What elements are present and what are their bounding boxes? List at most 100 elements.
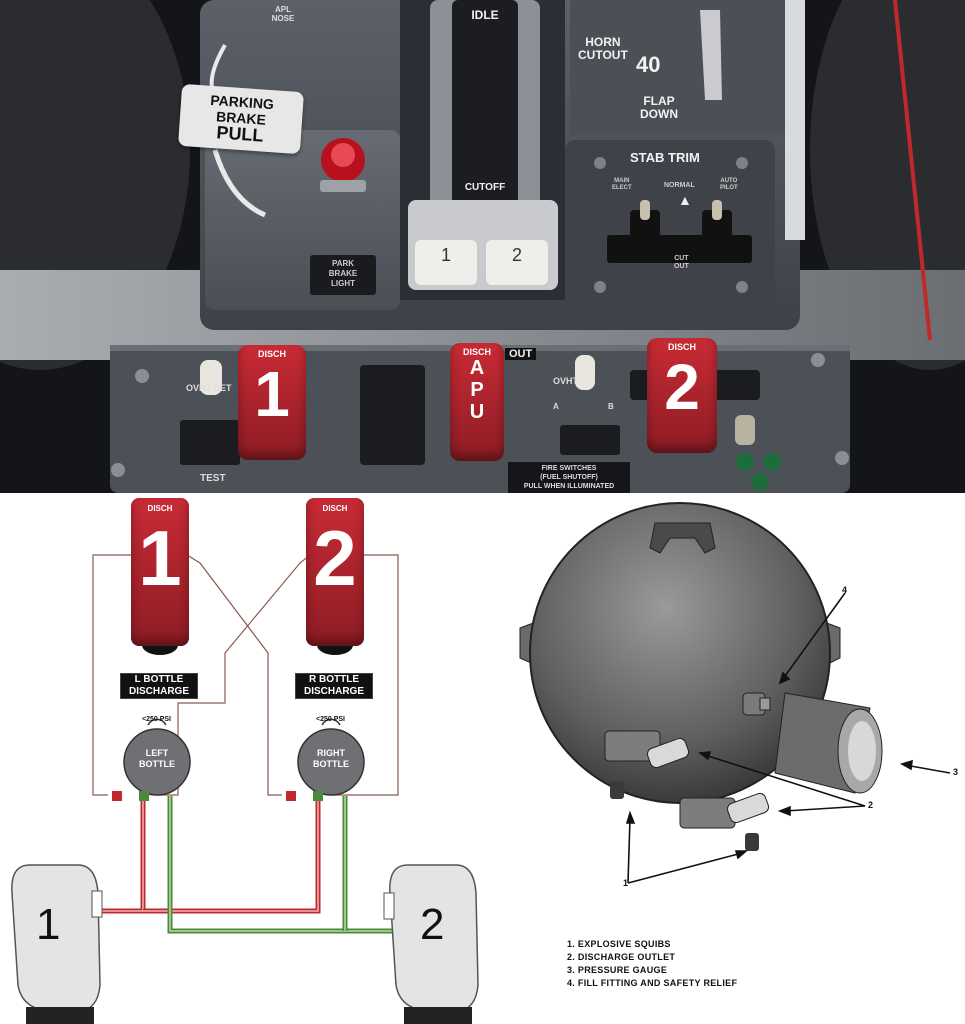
handle-apu-a: A xyxy=(469,357,485,379)
handle-apu-p: P xyxy=(470,379,484,401)
callout-1: 1 xyxy=(623,878,629,888)
apl-nose-label: APL NOSE xyxy=(266,5,300,23)
schematic-handle-1-number: 1 xyxy=(138,514,182,602)
left-discharge-fitting xyxy=(139,791,149,801)
engine-1-nacelle xyxy=(11,864,103,1024)
right-bottle-circle xyxy=(297,728,365,796)
bottle-illustration xyxy=(519,502,951,884)
stab-cut-line2: OUT xyxy=(674,263,689,270)
park-line2: BRAKE xyxy=(328,269,358,278)
switch-b-label: B xyxy=(608,402,614,411)
horn-line2: CUTOUT xyxy=(578,48,628,62)
stab-trim-guard[interactable] xyxy=(607,235,752,263)
right-pressure-label: <250 PSI xyxy=(316,716,345,723)
start-lever-1[interactable]: 1 xyxy=(415,240,477,285)
park-brake-light-label: PARK BRAKE LIGHT xyxy=(310,255,376,295)
legend-item-4: 4. FILL FITTING AND SAFETY RELIEF xyxy=(567,978,738,988)
engine-1-label: 1 xyxy=(36,900,61,949)
flap-down-label: FLAP DOWN xyxy=(640,95,678,121)
schematic-handle-2: DISCH 2 xyxy=(306,498,364,646)
schematic-handle-2-disch: DISCH xyxy=(322,504,348,513)
callout-2: 2 xyxy=(868,800,874,810)
test-label: TEST xyxy=(200,473,226,484)
engine-1-fire-handle[interactable]: DISCH 1 xyxy=(238,345,306,460)
stab-main-elect: MAIN ELECT xyxy=(612,178,632,192)
right-discharge-fitting xyxy=(313,791,323,801)
up-arrow-icon: ▲ xyxy=(678,192,692,208)
right-bottle-line2: BOTTLE xyxy=(313,759,349,769)
idle-label: IDLE xyxy=(471,8,499,22)
schematic-wiring xyxy=(92,554,399,796)
flap-line2: DOWN xyxy=(640,107,678,121)
engine-2-nacelle xyxy=(383,864,479,1024)
horn-line1: HORN xyxy=(585,35,621,49)
fire-switches-placard: FIRE SWITCHES (FUEL SHUTOFF) PULL WHEN I… xyxy=(508,462,630,493)
left-bottle-circle xyxy=(123,728,191,796)
extinguisher-schematic xyxy=(11,554,479,1024)
callout-arrows xyxy=(625,592,951,884)
schematic-handle-1-disch: DISCH xyxy=(147,504,173,513)
fire-switches-line1: FIRE SWITCHES xyxy=(541,465,597,472)
schematic-handle-2-number: 2 xyxy=(313,514,357,602)
l-bottle-discharge-label: L BOTTLE DISCHARGE xyxy=(120,673,198,699)
left-pressure-label: <250 PSI xyxy=(142,716,171,723)
switch-a-label: A xyxy=(553,402,559,411)
legend-item-3: 3. PRESSURE GAUGE xyxy=(567,965,668,975)
callout-4: 4 xyxy=(842,585,848,595)
stab-cut-out: CUT OUT xyxy=(674,255,689,271)
cutoff-label: CUTOFF xyxy=(464,182,506,193)
ovht-det-label: OVHT DET xyxy=(186,383,232,393)
handle-2-disch: DISCH xyxy=(667,342,696,352)
handle-1-disch: DISCH xyxy=(257,349,286,359)
legend-item-2: 2. DISCHARGE OUTLET xyxy=(567,952,676,962)
stab-auto-line1: AUTO xyxy=(720,178,738,184)
fire-panel-out-label: OUT xyxy=(505,348,537,360)
right-bottle-label: RIGHT BOTTLE xyxy=(298,748,364,770)
horn-cutout-label: HORN CUTOUT xyxy=(578,36,628,62)
r-bottle-line1: R BOTTLE xyxy=(309,674,359,685)
handle-2-number: 2 xyxy=(664,351,700,423)
parking-brake-tag[interactable]: PARKING BRAKE PULL xyxy=(177,83,305,155)
ovht-label: OVHT xyxy=(553,376,579,386)
apl-line2: NOSE xyxy=(271,14,295,23)
l-bottle-line1: L BOTTLE xyxy=(134,674,184,685)
right-bottle-line1: RIGHT xyxy=(317,748,345,758)
left-bottle-line1: LEFT xyxy=(145,748,169,758)
stab-main-line2: ELECT xyxy=(612,185,632,191)
left-gauge-icon xyxy=(147,718,167,726)
cockpit-photo: PARKING BRAKE PULL APL NOSE PARK BRAKE L… xyxy=(0,0,965,493)
bottle-legend: 1. EXPLOSIVE SQUIBS 2. DISCHARGE OUTLET … xyxy=(567,938,737,990)
engine-2-label: 2 xyxy=(420,900,445,949)
stab-trim-title: STAB TRIM xyxy=(630,150,700,165)
stab-auto-line2: PILOT xyxy=(720,185,738,191)
legend-item-1: 1. EXPLOSIVE SQUIBS xyxy=(567,939,671,949)
flap-line1: FLAP xyxy=(643,94,675,108)
stab-cut-line1: CUT xyxy=(674,255,689,262)
handle-apu-u: U xyxy=(469,401,485,423)
apu-fire-handle[interactable]: DISCH A P U xyxy=(450,343,504,461)
engine-2-fire-handle[interactable]: DISCH 2 xyxy=(647,338,717,453)
flap-40-label: 40 xyxy=(636,52,661,77)
callout-3: 3 xyxy=(953,767,959,777)
stab-main-line1: MAIN xyxy=(614,178,630,184)
schematic-piping xyxy=(95,796,395,934)
r-bottle-discharge-label: R BOTTLE DISCHARGE xyxy=(295,673,373,699)
right-gauge-icon xyxy=(321,718,341,726)
start-lever-2[interactable]: 2 xyxy=(486,240,548,285)
handle-1-number: 1 xyxy=(254,358,290,430)
right-squib-fitting xyxy=(286,791,296,801)
stab-normal: NORMAL xyxy=(664,182,695,189)
r-bottle-line2: DISCHARGE xyxy=(303,686,364,697)
apl-line1: APL xyxy=(275,5,291,14)
stab-auto-pilot: AUTO PILOT xyxy=(720,178,738,192)
l-bottle-line2: DISCHARGE xyxy=(128,686,189,697)
park-line1: PARK xyxy=(331,259,355,268)
schematic-handle-1: DISCH 1 xyxy=(131,498,189,646)
fire-switches-line2: (FUEL SHUTOFF) xyxy=(540,474,598,481)
left-bottle-line2: BOTTLE xyxy=(139,759,175,769)
handle-apu-disch: DISCH xyxy=(462,347,491,357)
left-bottle-label: LEFT BOTTLE xyxy=(124,748,190,770)
fire-switches-line3: PULL WHEN ILLUMINATED xyxy=(523,483,615,490)
left-squib-fitting xyxy=(112,791,122,801)
park-line3: LIGHT xyxy=(331,279,355,288)
